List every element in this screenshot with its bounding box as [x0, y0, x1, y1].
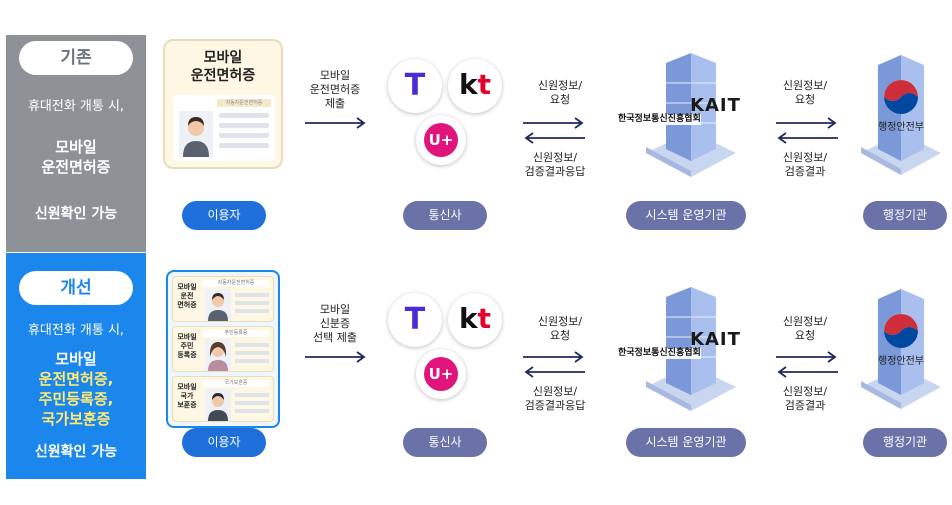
card-header: 자동차운전면허증: [217, 99, 271, 107]
arrow-right-icon: [305, 351, 366, 363]
kt-logo-icon: kt: [448, 293, 502, 347]
label-system-to-telco-response: 신원정보/ 검증결과응답: [524, 385, 586, 412]
after-end: 신원확인 가능: [34, 444, 118, 460]
after-line1: 휴대전화 개통 시,: [27, 323, 125, 338]
before-end: 신원확인 가능: [34, 206, 118, 222]
actor-system: 시스템 운영기관: [626, 201, 746, 230]
actor-admin: 행정기관: [863, 201, 947, 230]
label-user-to-telco: 모바일 신분증 선택 제출: [313, 303, 357, 344]
label-user-to-telco: 모바일 운전면허증 제출: [309, 69, 361, 110]
before-main-2: 운전면허증: [41, 158, 111, 176]
label-system-to-admin-request: 신원정보/ 요청: [782, 79, 828, 106]
lgu-logo-icon: U+: [416, 349, 466, 399]
building-icon: [646, 287, 736, 411]
actor-system: 시스템 운영기관: [626, 428, 746, 457]
before-main-1: 모바일: [55, 138, 97, 156]
arrow-left-icon: [524, 366, 585, 378]
label-telco-to-system-request: 신원정보/ 요청: [537, 315, 583, 342]
kait-logo: KAIT: [690, 329, 741, 350]
label-system-to-admin-request: 신원정보/ 요청: [782, 315, 828, 342]
person-avatar-icon: [205, 389, 231, 421]
actor-telco: 통신사: [403, 428, 487, 457]
lgu-logo-icon: U+: [416, 115, 466, 165]
after-panel: 개선 휴대전화 개통 시, 모바일 운전면허증, 주민등록증, 국가보훈증 신원…: [6, 253, 146, 479]
arrow-right-icon: [523, 117, 584, 129]
after-main-1: 모바일: [55, 350, 97, 368]
mobile-license-card: 모바일 운전면허증 자동차운전면허증: [163, 39, 283, 169]
after-main-4: 국가보훈증: [41, 410, 111, 428]
before-badge: 기존: [19, 41, 133, 75]
person-avatar-icon: [179, 111, 213, 157]
kait-name: 한국정보통신진흥협회: [618, 114, 701, 125]
government-building-icon: [861, 55, 941, 175]
kait-logo: KAIT: [690, 95, 741, 116]
label-admin-to-system-response: 신원정보/ 검증결과: [782, 385, 828, 412]
actor-telco: 통신사: [403, 201, 487, 230]
arrow-left-icon: [777, 132, 838, 144]
arrow-right-icon: [523, 351, 584, 363]
after-main-3: 주민등록증,: [38, 390, 114, 408]
before-line1: 휴대전화 개통 시,: [27, 99, 125, 114]
actor-admin: 행정기관: [863, 428, 947, 457]
before-row: 기존 휴대전화 개통 시, 모바일 운전면허증 신원확인 가능 모바일 운전면허…: [0, 35, 952, 252]
arrow-right-icon: [776, 351, 837, 363]
building-icon: [646, 53, 736, 177]
label-admin-to-system-response: 신원정보/ 검증결과: [782, 151, 828, 178]
government-building-icon: [861, 289, 941, 409]
arrow-left-icon: [777, 366, 838, 378]
after-main-2: 운전면허증,: [38, 370, 114, 388]
actor-user: 이용자: [182, 428, 266, 457]
mois-name: 행정안전부: [878, 356, 924, 367]
label-telco-to-system-request: 신원정보/ 요청: [537, 79, 583, 106]
kait-name: 한국정보통신진흥협회: [618, 348, 701, 359]
person-avatar-icon: [205, 339, 231, 371]
mois-name: 행정안전부: [878, 122, 924, 133]
kt-logo-icon: kt: [448, 59, 502, 113]
arrow-left-icon: [524, 132, 585, 144]
person-avatar-icon: [205, 289, 231, 321]
card-title: 모바일 운전면허증: [190, 50, 256, 84]
before-panel: 기존 휴대전화 개통 시, 모바일 운전면허증 신원확인 가능: [6, 35, 146, 252]
after-row: 개선 휴대전화 개통 시, 모바일 운전면허증, 주민등록증, 국가보훈증 신원…: [0, 253, 952, 479]
skt-logo-icon: T: [388, 59, 442, 113]
skt-logo-icon: T: [388, 293, 442, 347]
actor-user: 이용자: [182, 201, 266, 230]
arrow-right-icon: [305, 117, 366, 129]
label-system-to-telco-response: 신원정보/ 검증결과응답: [524, 151, 586, 178]
after-badge: 개선: [19, 271, 133, 305]
arrow-right-icon: [776, 117, 837, 129]
